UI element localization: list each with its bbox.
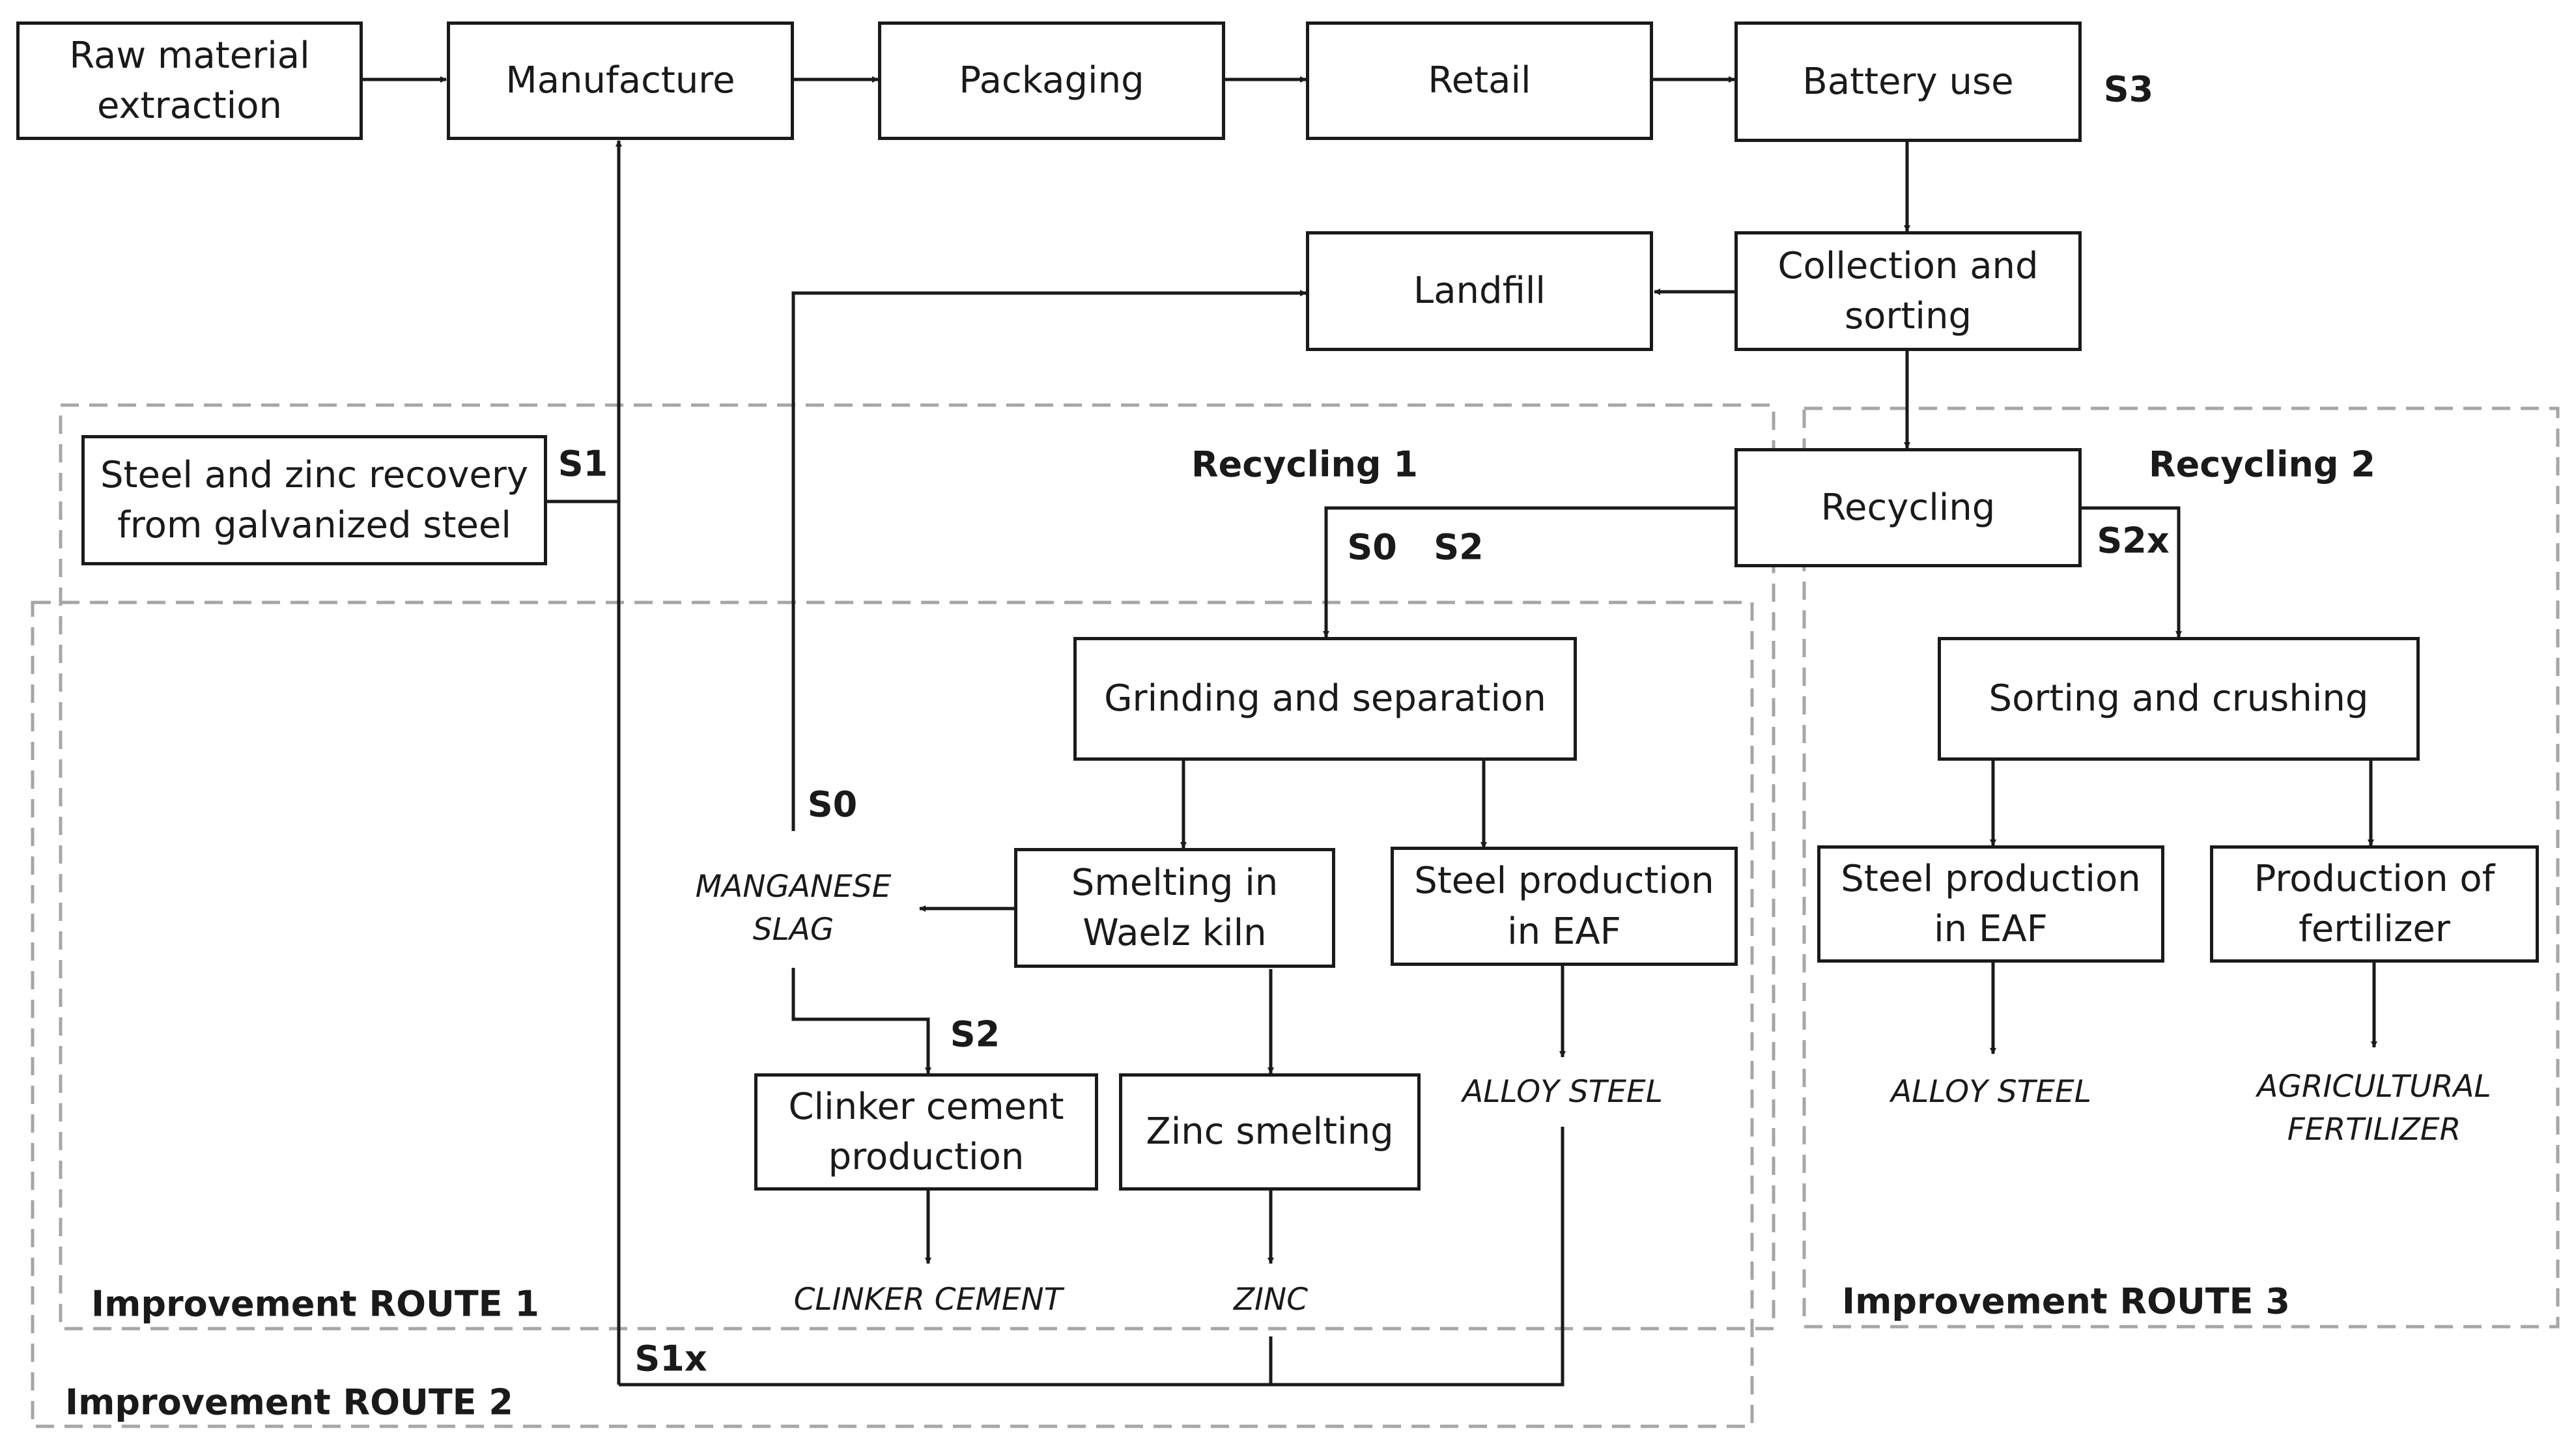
arrow-slag-to-clinker bbox=[791, 968, 931, 1074]
retail-box: Retail bbox=[1306, 21, 1653, 140]
scenario-s0-s2-label: S0 S2 bbox=[1347, 526, 1484, 568]
scenario-s1x-label: S1x bbox=[634, 1338, 707, 1379]
improvement-route-2-label: Improvement ROUTE 2 bbox=[65, 1381, 513, 1423]
scenario-s3-label: S3 bbox=[2103, 68, 2154, 110]
improvement-route-3-label: Improvement ROUTE 3 bbox=[1842, 1280, 2290, 1322]
steel-zinc-recovery-box: Steel and zinc recovery from galvanized … bbox=[81, 435, 547, 565]
sorting-crushing-box: Sorting and crushing bbox=[1938, 637, 2420, 761]
alloy-steel-output-1: ALLOY STEEL bbox=[1462, 1074, 1663, 1110]
recycling-box: Recycling bbox=[1734, 448, 2082, 567]
manufacture-box: Manufacture bbox=[447, 21, 794, 140]
arrow-recycling-to-sorting bbox=[2080, 506, 2182, 638]
zinc-output: ZINC bbox=[1233, 1282, 1309, 1318]
collection-sorting-box: Collection and sorting bbox=[1734, 231, 2082, 351]
waelz-kiln-box: Smelting in Waelz kiln bbox=[1014, 848, 1335, 968]
fertilizer-production-box: Production of fertilizer bbox=[2210, 845, 2539, 963]
raw-material-extraction-box: Raw material extraction bbox=[16, 21, 363, 140]
packaging-box: Packaging bbox=[878, 21, 1225, 140]
line-alloy-steel-return bbox=[1271, 1127, 1564, 1387]
grinding-separation-box: Grinding and separation bbox=[1073, 637, 1577, 761]
recycling-1-label: Recycling 1 bbox=[1191, 444, 1418, 485]
clinker-cement-output: CLINKER CEMENT bbox=[793, 1282, 1063, 1318]
recycling-2-label: Recycling 2 bbox=[2149, 444, 2375, 485]
route-3-region bbox=[1802, 406, 2560, 1329]
scenario-s0-label: S0 bbox=[807, 784, 858, 825]
scenario-s1-label: S1 bbox=[558, 443, 608, 485]
arrow-slag-to-landfill bbox=[791, 290, 1307, 831]
clinker-cement-production-box: Clinker cement production bbox=[754, 1073, 1098, 1191]
line-s1x-return-loop bbox=[619, 1336, 1273, 1387]
agricultural-fertilizer-output: AGRICULTURAL FERTILIZER bbox=[2257, 1069, 2491, 1148]
arrow-recycling-to-grinding bbox=[1323, 506, 1734, 638]
scenario-s2x-label: S2x bbox=[2097, 520, 2170, 561]
battery-use-box: Battery use bbox=[1734, 21, 2082, 142]
zinc-smelting-box: Zinc smelting bbox=[1119, 1073, 1421, 1191]
scenario-s2-label: S2 bbox=[950, 1013, 1000, 1055]
alloy-steel-output-2: ALLOY STEEL bbox=[1891, 1074, 2091, 1110]
steel-production-eaf-box-2: Steel production in EAF bbox=[1817, 845, 2164, 963]
route-2-region bbox=[31, 600, 1754, 1428]
manganese-slag-output: MANGANESE SLAG bbox=[695, 869, 892, 948]
steel-production-eaf-box-1: Steel production in EAF bbox=[1391, 847, 1738, 966]
improvement-route-1-label: Improvement ROUTE 1 bbox=[91, 1283, 539, 1325]
landfill-box: Landfill bbox=[1306, 231, 1653, 351]
